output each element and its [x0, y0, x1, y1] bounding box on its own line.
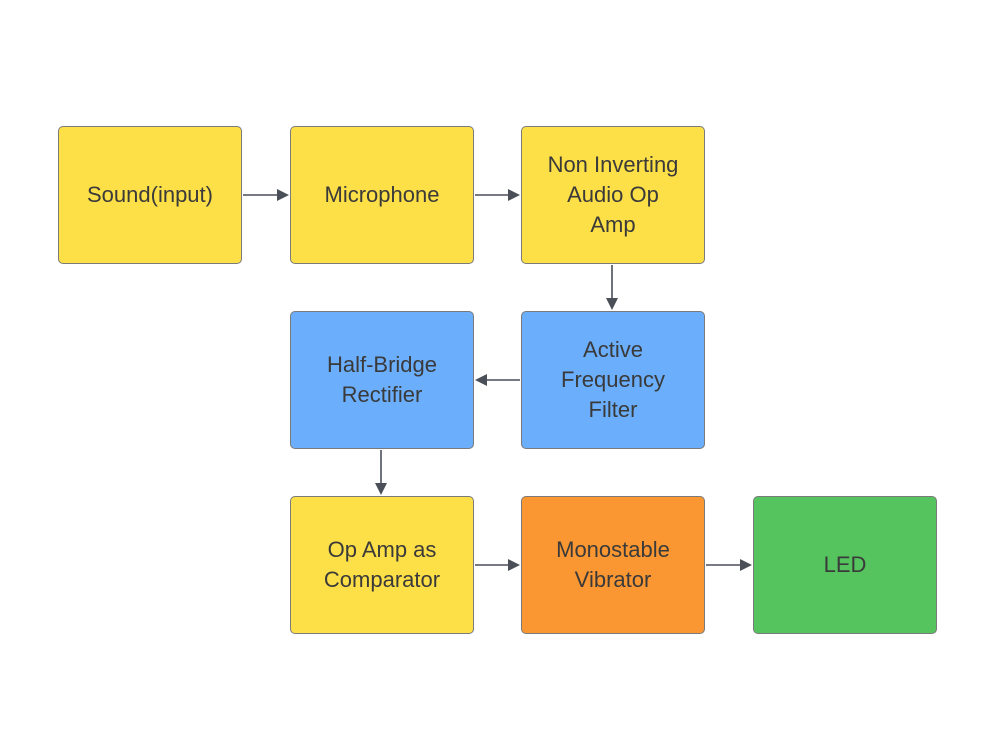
node-label: Microphone [324, 182, 440, 207]
node-label: LED [823, 552, 867, 577]
node-label: Sound(input) [87, 182, 213, 207]
node-half-bridge-rectifier: Half-Bridge Rectifier [290, 311, 474, 449]
node-label: Non Inverting Audio Op Amp [547, 152, 679, 237]
arrow-opamp-to-filter [606, 265, 618, 310]
arrow-filter-to-rectifier [475, 374, 520, 386]
node-sound-input: Sound(input) [58, 126, 242, 264]
node-label: Op Amp as Comparator [323, 537, 441, 592]
node-led: LED [753, 496, 937, 634]
arrow-rectifier-to-comparator [375, 450, 387, 495]
arrow-monostable-to-led [706, 559, 752, 571]
arrow-sound-to-microphone [243, 189, 289, 201]
node-monostable-vibrator: Monostable Vibrator [521, 496, 705, 634]
node-label: Monostable Vibrator [556, 537, 670, 592]
node-label: Active Frequency Filter [561, 337, 665, 422]
node-non-inverting-audio-op-amp: Non Inverting Audio Op Amp [521, 126, 705, 264]
node-active-frequency-filter: Active Frequency Filter [521, 311, 705, 449]
node-microphone: Microphone [290, 126, 474, 264]
arrow-microphone-to-opamp [475, 189, 520, 201]
node-op-amp-comparator: Op Amp as Comparator [290, 496, 474, 634]
node-label: Half-Bridge Rectifier [326, 352, 438, 407]
arrow-comparator-to-monostable [475, 559, 520, 571]
